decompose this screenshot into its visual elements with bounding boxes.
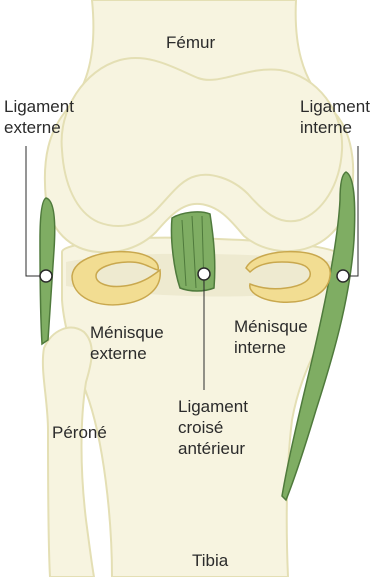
label-femur: Fémur bbox=[166, 32, 215, 53]
label-ligament-interne: Ligament interne bbox=[300, 96, 370, 138]
label-ligament-externe: Ligament externe bbox=[4, 96, 74, 138]
marker-ligament-interne bbox=[337, 270, 349, 282]
fibula-bone bbox=[43, 328, 94, 577]
label-menisque-interne: Ménisque interne bbox=[234, 316, 308, 358]
label-tibia: Tibia bbox=[192, 550, 228, 571]
marker-ligament-croise bbox=[198, 268, 210, 280]
label-perone: Péroné bbox=[52, 422, 107, 443]
label-ligament-croise: Ligament croisé antérieur bbox=[178, 396, 248, 459]
marker-ligament-externe bbox=[40, 270, 52, 282]
label-menisque-externe: Ménisque externe bbox=[90, 322, 164, 364]
